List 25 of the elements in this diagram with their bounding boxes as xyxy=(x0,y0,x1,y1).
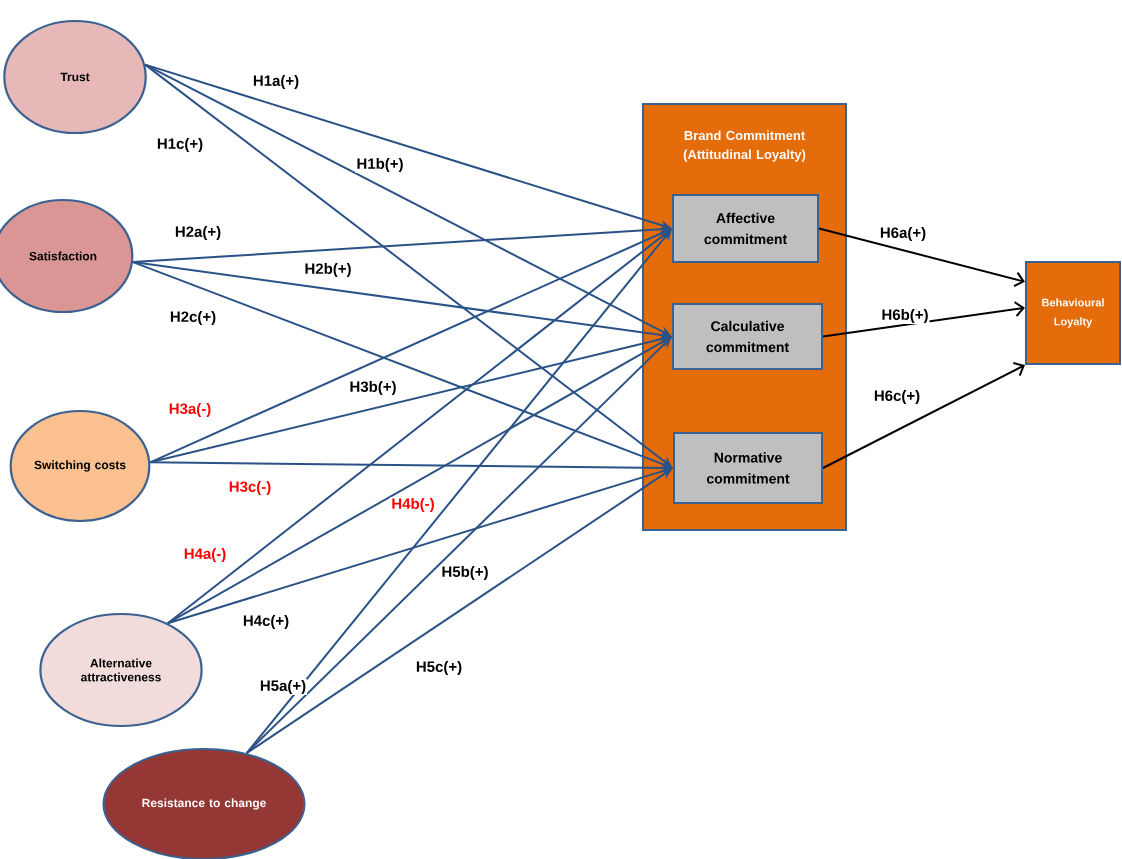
edge-label: H6b(+) xyxy=(880,308,930,324)
construct-box: Behavioural Loyalty xyxy=(1025,261,1121,365)
edge-label: H3c(-) xyxy=(227,480,273,496)
edge-label: H2a(+) xyxy=(173,225,223,241)
construct-box: Calculative commitment xyxy=(672,303,823,370)
edge-label: H2c(+) xyxy=(168,310,218,326)
edge-label: H1b(+) xyxy=(355,157,405,173)
edge-label: H4b(-) xyxy=(390,497,436,513)
edge-label: H5c(+) xyxy=(414,660,464,676)
arrow xyxy=(822,362,1025,469)
arrow xyxy=(822,301,1025,338)
construct-box: Normative commitment xyxy=(673,432,823,504)
edge-label: H5b(+) xyxy=(440,565,490,581)
edge-label: H3b(+) xyxy=(348,380,398,396)
edge-label: H3a(-) xyxy=(167,402,213,418)
edge-label: H6c(+) xyxy=(872,389,922,405)
construct-box: Affective commitment xyxy=(672,194,819,263)
edge-label: H1c(+) xyxy=(155,137,205,153)
edge-label: H4a(-) xyxy=(182,547,228,563)
edge-label: H1a(+) xyxy=(251,74,301,90)
edge-label: H2b(+) xyxy=(303,262,353,278)
arrow xyxy=(818,227,1025,288)
edge-label: H5a(+) xyxy=(258,679,308,695)
edge-label: H4c(+) xyxy=(241,614,291,630)
edge-label: H6a(+) xyxy=(878,226,928,242)
